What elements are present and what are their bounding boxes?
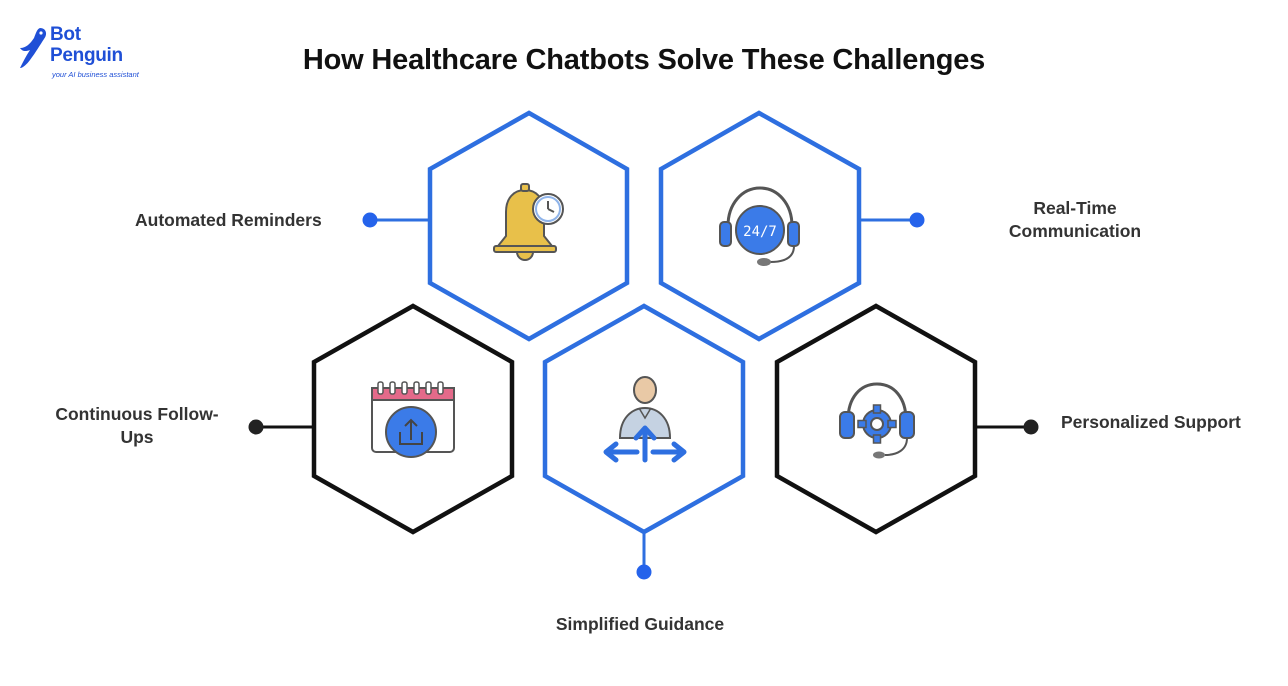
- page-title: How Healthcare Chatbots Solve These Chal…: [302, 44, 986, 76]
- label-personalized-support: Personalized Support: [1061, 412, 1241, 432]
- headset-gear-icon: [839, 382, 915, 459]
- label-continuous-follow-ups: Continuous Follow-Ups: [55, 404, 219, 447]
- svg-text:24/7: 24/7: [743, 224, 777, 240]
- brand-name-line1: Bot: [50, 24, 81, 45]
- connector-dot-personal: [1023, 419, 1039, 435]
- penguin-logo-icon: [20, 28, 47, 68]
- calendar-upload-icon: [371, 381, 455, 458]
- connector-dot-realtime: [909, 212, 925, 228]
- brand-tagline: your AI business assistant: [52, 70, 139, 79]
- headset-247-icon: 24/7: [719, 186, 800, 266]
- brand-name: Bot Penguin: [50, 24, 123, 66]
- brand-name-line2: Penguin: [50, 45, 123, 66]
- connector-dot-reminders: [362, 212, 378, 228]
- label-automated-reminders: Automated Reminders: [135, 210, 322, 230]
- person-arrows-icon: [603, 376, 687, 463]
- bell-clock-icon: [493, 183, 564, 261]
- label-real-time-communication: Real-Time Communication: [1008, 198, 1142, 241]
- connector-dot-followups: [248, 419, 264, 435]
- label-simplified-guidance: Simplified Guidance: [555, 614, 725, 634]
- brand-logo: Bot Penguin your AI business assistant: [18, 24, 148, 82]
- connector-dot-guidance: [636, 564, 652, 580]
